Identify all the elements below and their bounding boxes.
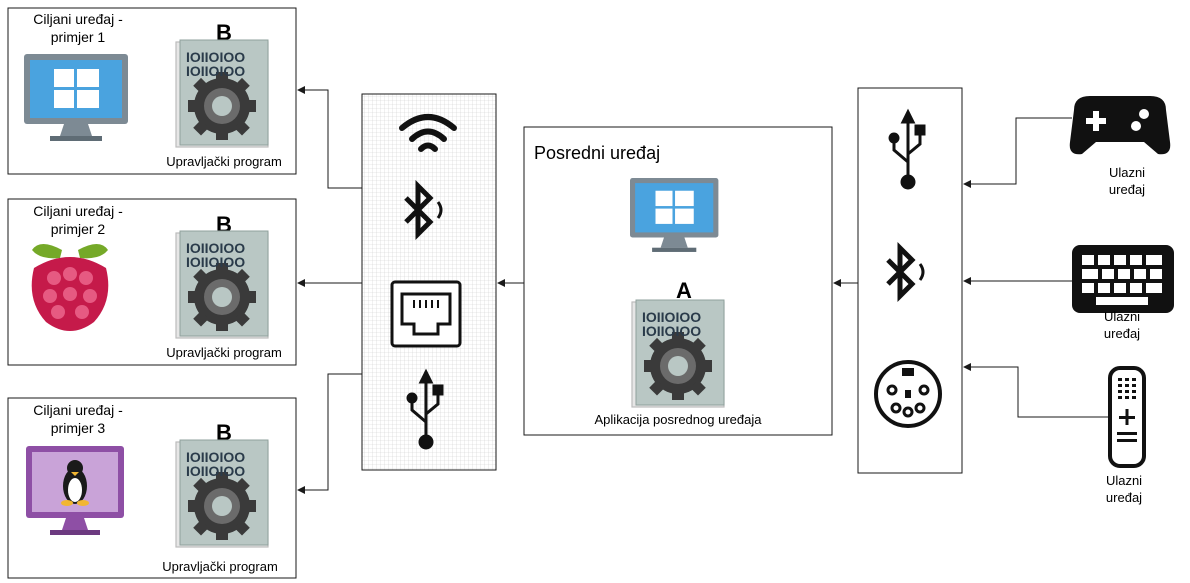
binary-line2: IOIIOIOO	[186, 463, 245, 479]
usb-icon	[406, 368, 444, 450]
program-label: Upravljački program	[162, 559, 278, 574]
program-gear-icon: IOIIOIOO IOIIOIOO	[175, 230, 269, 339]
arrow-to-target-1	[297, 86, 362, 189]
target-device-2: Ciljani uređaj - primjer 2 B IOIIOIOO IO…	[7, 198, 297, 366]
target-title-line1: Ciljani uređaj -	[33, 11, 123, 27]
target-title-line2: primjer 1	[51, 29, 106, 45]
badge-b: B	[216, 20, 232, 45]
keyboard-icon	[1072, 245, 1174, 313]
target-title-line1: Ciljani uređaj -	[33, 203, 123, 219]
connectors	[297, 86, 1108, 494]
program-gear-icon: IOIIOIOO IOIIOIOO	[175, 39, 269, 148]
program-gear-icon: IOIIOIOO IOIIOIOO	[631, 299, 725, 408]
input-label-line2: uređaj	[1104, 326, 1140, 341]
target-title-line2: primjer 3	[51, 420, 106, 436]
raspberry-pi-icon	[31, 244, 109, 331]
target-title-line2: primjer 2	[51, 221, 106, 237]
bluetooth-icon	[404, 179, 443, 241]
target-title-line1: Ciljani uređaj -	[33, 402, 123, 418]
input-label-line1: Ulazni	[1106, 473, 1142, 488]
badge-a: A	[676, 278, 692, 303]
gamepad-icon	[1069, 96, 1171, 155]
binary-line2: IOIIOIOO	[186, 254, 245, 270]
input-device-gamepad: Ulazni uređaj	[1069, 96, 1171, 197]
arrow-to-target-3	[297, 373, 362, 494]
remote-control-icon	[1108, 366, 1146, 468]
intermediary-device: Posredni uređaj A IOIIOIOO IOIIOIOO Apli…	[523, 126, 833, 436]
input-label-line2: uređaj	[1109, 182, 1145, 197]
ethernet-icon	[390, 280, 462, 348]
input-label-line2: uređaj	[1106, 490, 1142, 505]
usb-icon	[888, 108, 926, 190]
ps2-port-icon	[874, 360, 942, 428]
binary-line1: IOIIOIOO	[186, 449, 245, 465]
wifi-icon	[399, 114, 457, 152]
input-interfaces-panel	[857, 87, 963, 474]
binary-line1: IOIIOIOO	[186, 240, 245, 256]
program-label: Upravljački program	[166, 154, 282, 169]
binary-line1: IOIIOIOO	[642, 309, 701, 325]
input-label-line1: Ulazni	[1104, 309, 1140, 324]
intermediary-title: Posredni uređaj	[534, 143, 660, 163]
target-device-3: Ciljani uređaj - primjer 3 B IOIIOIOO IO…	[7, 397, 297, 579]
arrow-from-remote	[963, 363, 1108, 418]
input-label-line1: Ulazni	[1109, 165, 1145, 180]
binary-line2: IOIIOIOO	[186, 63, 245, 79]
bluetooth-icon	[886, 241, 925, 303]
arrow-from-gamepad	[963, 117, 1072, 188]
badge-b: B	[216, 420, 232, 445]
linux-monitor-icon	[26, 446, 124, 535]
app-label: Aplikacija posrednog uređaja	[595, 412, 763, 427]
target-device-1: Ciljani uređaj - primjer 1 B IOIIOIOO IO…	[7, 7, 297, 175]
input-device-remote: Ulazni uređaj	[1106, 366, 1146, 505]
binary-line1: IOIIOIOO	[186, 49, 245, 65]
program-label: Upravljački program	[166, 345, 282, 360]
binary-line2: IOIIOIOO	[642, 323, 701, 339]
output-interfaces-panel	[361, 93, 497, 471]
input-device-keyboard: Ulazni uređaj	[1072, 245, 1174, 341]
program-gear-icon: IOIIOIOO IOIIOIOO	[175, 439, 269, 548]
